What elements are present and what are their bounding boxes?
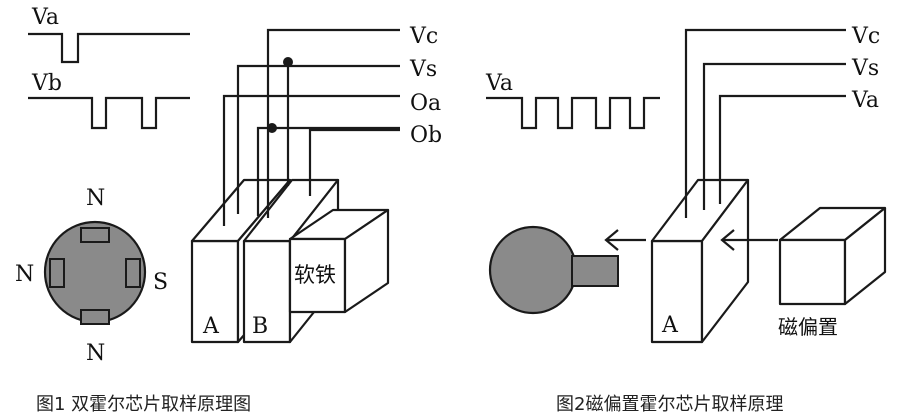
va-waveform-fig2 bbox=[486, 96, 660, 130]
va-label-fig2: Va bbox=[485, 71, 513, 96]
soft-iron-label: 软铁 bbox=[294, 263, 336, 287]
vb-label: Vb bbox=[31, 71, 62, 96]
magnet-pole-top bbox=[80, 227, 110, 243]
rotor-magnet-fig2 bbox=[488, 225, 619, 315]
vc-label-fig2: Vc bbox=[851, 24, 880, 49]
chip-a-label: A bbox=[202, 314, 220, 339]
hall-chip-a-fig2: A bbox=[650, 178, 750, 344]
chip-b-label: B bbox=[252, 314, 268, 339]
junction-dot-vs bbox=[283, 57, 293, 67]
soft-iron-block: 软铁 bbox=[288, 208, 390, 314]
vs-label-fig2: Vs bbox=[851, 56, 879, 81]
ring-magnet-fig1 bbox=[43, 220, 147, 325]
chip-a-label-fig2: A bbox=[661, 313, 679, 338]
vb-waveform bbox=[28, 96, 190, 130]
oa-label: Oa bbox=[410, 91, 441, 116]
vs-label-fig1: Vs bbox=[409, 57, 437, 82]
bias-magnet-block bbox=[778, 206, 887, 306]
pole-label-top: N bbox=[86, 186, 105, 211]
pole-label-right: S bbox=[153, 270, 168, 295]
junction-dot-vc bbox=[267, 123, 277, 133]
magnet-pole-left bbox=[49, 258, 65, 288]
flux-arrow-left bbox=[604, 229, 646, 251]
va-waveform-fig1 bbox=[28, 32, 190, 64]
va-out-label-fig2: Va bbox=[851, 88, 879, 113]
fig2-wiring bbox=[684, 28, 846, 218]
vc-label-fig1: Vc bbox=[409, 24, 438, 49]
magnet-pole-bottom bbox=[80, 309, 110, 325]
figure1-caption: 图1 双霍尔芯片取样原理图 bbox=[36, 394, 251, 415]
figure1: Va Vb Vc Vs Oa Ob A B 软铁 bbox=[15, 5, 442, 415]
magnet-pole-right bbox=[125, 258, 141, 288]
bias-magnet-label: 磁偏置 bbox=[778, 315, 838, 339]
figure2: Va Vc Vs Va A 磁偏置 bbox=[485, 24, 887, 415]
figure2-caption: 图2磁偏置霍尔芯片取样原理 bbox=[556, 394, 783, 415]
va-label-fig1: Va bbox=[31, 5, 59, 30]
pole-label-bottom: N bbox=[86, 341, 105, 366]
flux-arrow-right bbox=[720, 229, 778, 251]
pole-label-left: N bbox=[15, 262, 34, 287]
ob-label: Ob bbox=[410, 123, 442, 148]
fig1-wiring bbox=[222, 28, 400, 226]
